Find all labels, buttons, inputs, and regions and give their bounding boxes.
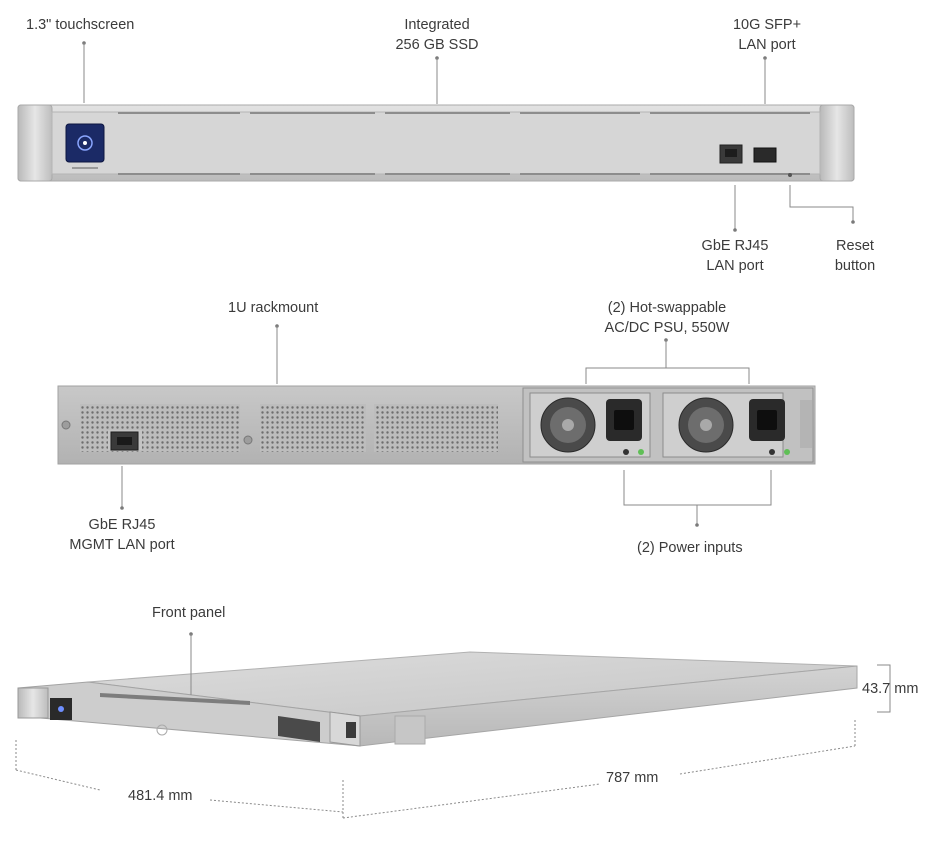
sfp-port-icon [753, 147, 777, 163]
width-dimension: 481.4 mm [128, 788, 193, 804]
psu-2 [662, 392, 790, 458]
rear-leaders [120, 324, 772, 527]
mgmt-label-line1: GbE RJ45 [88, 517, 156, 533]
psu-label-line2: AC/DC PSU, 550W [604, 320, 730, 336]
rj45-label-line2: LAN port [706, 258, 764, 274]
reset-button-icon [788, 173, 792, 177]
front-panel-label: Front panel [152, 605, 226, 621]
psu-label: (2) Hot-swappable AC/DC PSU, 550W [582, 298, 752, 338]
front-leaders [82, 41, 855, 232]
touchscreen-label: 1.3" touchscreen [26, 17, 135, 33]
rj45-label: GbE RJ45 LAN port [683, 236, 787, 276]
isometric-view [17, 651, 858, 747]
depth-dimension: 787 mm [606, 770, 659, 786]
sfp-label-line2: LAN port [738, 37, 796, 53]
reset-label-line1: Reset [836, 238, 874, 254]
reset-label-line2: button [834, 258, 876, 274]
reset-label: Reset button [818, 236, 892, 276]
front-view [17, 104, 855, 182]
power-inputs-label: (2) Power inputs [637, 540, 743, 556]
mgmt-label-line2: MGMT LAN port [69, 537, 175, 553]
iso-leaders [15, 632, 891, 819]
psu-label-line1: (2) Hot-swappable [607, 300, 727, 316]
ssd-label-line1: Integrated [404, 17, 470, 33]
rear-view [57, 385, 816, 465]
rackmount-label: 1U rackmount [228, 300, 319, 316]
height-dimension: 43.7 mm [862, 681, 919, 697]
rj45-label-line1: GbE RJ45 [701, 238, 769, 254]
mgmt-label: GbE RJ45 MGMT LAN port [52, 515, 192, 555]
ssd-label: Integrated 256 GB SSD [377, 15, 497, 55]
ssd-label-line2: 256 GB SSD [395, 37, 479, 53]
sfp-label: 10G SFP+ LAN port [712, 15, 822, 55]
sfp-label-line1: 10G SFP+ [732, 17, 802, 33]
psu-1 [529, 392, 651, 458]
